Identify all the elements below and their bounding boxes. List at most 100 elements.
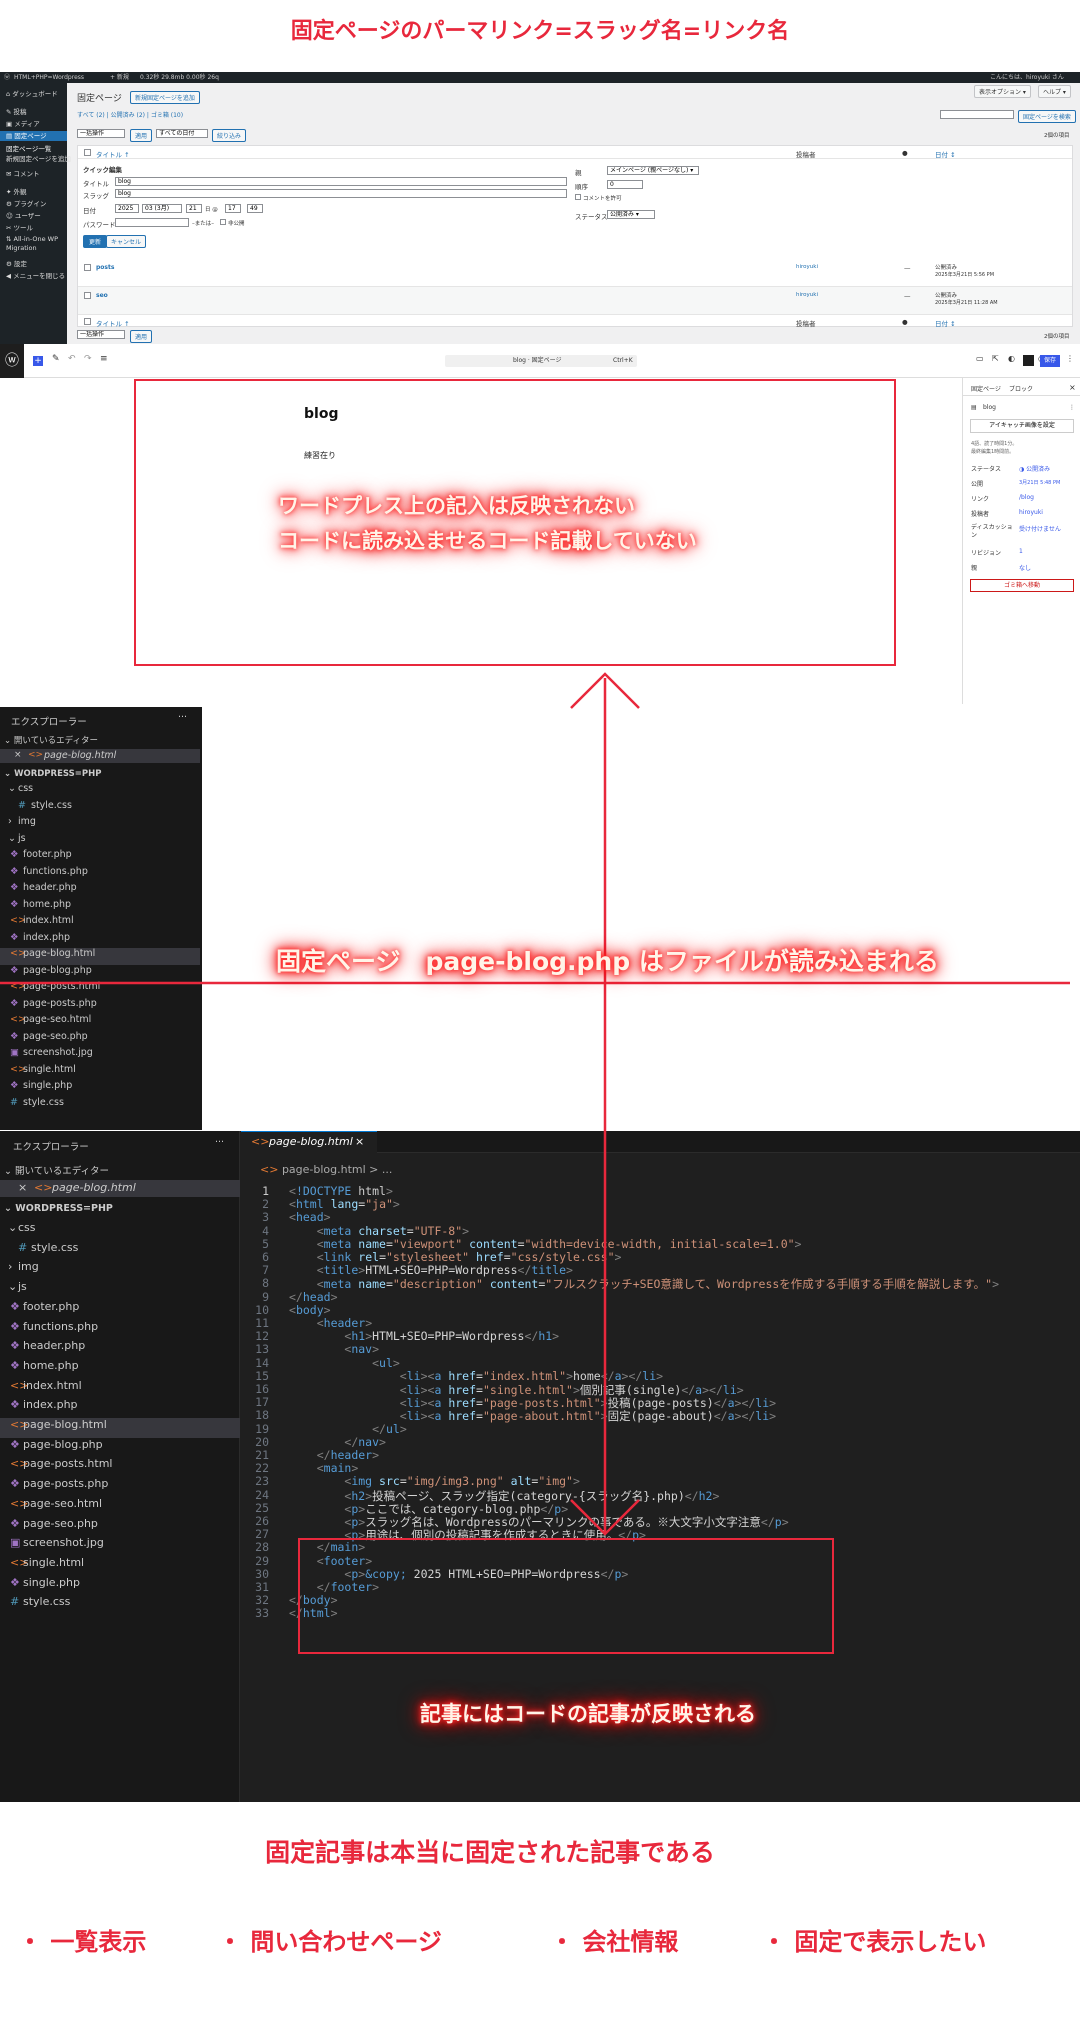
close-icon[interactable]: × [1069,383,1076,392]
qe-parent-select[interactable]: メインページ (親ページなし) ▾ [607,166,699,175]
code-line[interactable]: <main> [316,1461,359,1476]
featured-image-button[interactable]: アイキャッチ画像を設定 [970,419,1074,433]
qe-title-input[interactable]: blog [115,177,567,186]
view-icon[interactable]: ▭ [976,354,984,363]
file-item[interactable]: <>single.html [0,1064,200,1081]
save-button[interactable]: 保存 [1040,355,1060,367]
wordpress-logo-icon[interactable]: ⓦ [4,74,11,81]
sidebar-item-collapse[interactable]: ◀ メニューを閉じる [6,272,66,280]
qe-allow-comments-checkbox[interactable] [575,194,581,200]
file-item[interactable]: ❖page-seo.php [0,1031,200,1048]
publish-value[interactable]: 3月21日 5:48 PM [1019,480,1061,486]
code-line[interactable]: <body> [289,1302,331,1317]
code-line[interactable]: <nav> [344,1342,380,1357]
file-item[interactable]: <>single.html [0,1556,240,1576]
file-item[interactable]: ❖single.php [0,1080,200,1097]
file-item[interactable]: ❖header.php [0,882,200,899]
folder-item[interactable]: ›img [0,1260,240,1280]
sidebar-item-appearance[interactable]: ✦ 外観 [6,188,27,196]
code-line[interactable]: </head> [289,1289,338,1304]
qe-cancel-button[interactable]: キャンセル [106,235,147,248]
code-line[interactable]: <h1>HTML+SEO=PHP=Wordpress</h1> [344,1329,560,1344]
filter-button[interactable]: 絞り込み [212,129,247,142]
status-value[interactable]: ◑ 公開済み [1019,466,1051,473]
open-editor-item[interactable]: × <> page-blog.html [0,749,200,763]
file-item[interactable]: <>page-blog.html [0,948,200,965]
tab-block[interactable]: ブロック [1009,386,1034,393]
help-button[interactable]: ヘルプ ▾ [1038,85,1071,98]
file-item[interactable]: ❖page-blog.php [0,1438,240,1458]
sidebar-item-settings[interactable]: ⚙ 設定 [6,260,27,268]
qe-minute-input[interactable]: 49 [247,204,263,213]
code-line[interactable]: <!DOCTYPE html> [289,1184,393,1198]
link-value[interactable]: /blog [1019,494,1034,501]
file-item[interactable]: ❖page-posts.php [0,1477,240,1497]
explorer-more-icon-2[interactable]: ··· [215,1137,225,1148]
add-block-icon[interactable]: + [33,356,43,366]
author-value[interactable]: hiroyuki [1019,509,1043,516]
sidebar-item-plugins[interactable]: ⚙ プラグイン [6,200,47,208]
bulk-action-select[interactable]: 一括操作 [77,129,125,138]
qe-password-input[interactable] [115,218,189,227]
code-line[interactable]: <header> [316,1316,373,1330]
code-line[interactable]: <li><a href="index.html">home</a></li> [399,1368,664,1383]
styles-icon[interactable]: ◐ [1008,354,1015,363]
open-editors-header-2[interactable]: ⌄ 開いているエディター [4,1166,110,1177]
file-item[interactable]: ❖home.php [0,1359,240,1379]
trash-button[interactable]: ゴミ箱へ移動 [970,579,1074,592]
parent-value[interactable]: なし [1019,565,1032,572]
sidebar-item-users[interactable]: ☺ ユーザー [6,212,41,220]
code-line[interactable]: <meta charset="UTF-8"> [316,1223,470,1238]
admin-bar-greeting[interactable]: こんにちは、hiroyuki さん [990,74,1064,81]
pencil-icon[interactable]: ✎ [52,354,60,364]
apply-button[interactable]: 適用 [130,129,153,142]
command-palette[interactable]: blog · 固定ページ Ctrl+K [445,355,637,367]
file-item[interactable]: #style.css [0,1595,240,1615]
folder-item[interactable]: ›img [0,816,200,833]
file-item[interactable]: ❖footer.php [0,1300,240,1320]
qe-month-select[interactable]: 03 (3月) [142,204,182,213]
code-line[interactable]: <li><a href="page-about.html">固定(page-ab… [399,1409,777,1424]
open-editor-item-2[interactable]: × <> page-blog.html [0,1180,240,1197]
file-item[interactable]: #style.css [0,800,200,817]
sidebar-item-dashboard[interactable]: ⌂ ダッシュボード [6,90,58,98]
code-line[interactable]: <h2>投稿ページ、スラッグ指定(category-{スラッグ名}.php)</… [344,1488,720,1503]
file-item[interactable]: #style.css [0,1097,200,1114]
file-item[interactable]: <>page-posts.html [0,981,200,998]
qe-year-input[interactable]: 2025 [115,204,139,213]
qe-day-input[interactable]: 21 [186,204,202,213]
file-item[interactable]: ❖functions.php [0,1320,240,1340]
col-title[interactable]: タイトル ↑ [96,151,130,159]
qe-private-checkbox[interactable] [220,219,226,225]
folder-item[interactable]: ⌄css [0,783,200,800]
file-item[interactable]: <>page-seo.html [0,1497,240,1517]
explorer-more-icon[interactable]: ··· [178,712,188,723]
tab-page[interactable]: 固定ページ [971,386,1001,393]
search-pages-button[interactable]: 固定ページを検索 [1018,110,1076,123]
apply-button-bottom[interactable]: 適用 [130,330,153,343]
code-line[interactable]: </nav> [344,1434,386,1449]
external-link-icon[interactable]: ⇱ [992,354,999,363]
sidebar-item-add-page[interactable]: 新規固定ページを追加 [6,155,71,163]
code-line[interactable]: <footer> [316,1553,373,1568]
col-title-bottom[interactable]: タイトル ↑ [96,320,130,328]
content-paragraph[interactable]: 練習在り [304,451,336,460]
row-checkbox[interactable] [84,292,91,299]
workspace-folder-header-2[interactable]: ⌄ WORDPRESS=PHP [4,1203,113,1214]
code-line[interactable]: </footer> [316,1580,380,1594]
file-item[interactable]: ❖page-posts.php [0,998,200,1015]
list-view-icon[interactable]: ≡ [100,354,108,364]
file-item[interactable]: ❖page-blog.php [0,965,200,982]
file-item[interactable]: ❖index.php [0,1398,240,1418]
qe-status-select[interactable]: 公開済み ▾ [607,210,655,219]
row-author[interactable]: hiroyuki [796,264,818,270]
status-filters[interactable]: すべて (2) | 公開済み (2) | ゴミ箱 (10) [77,112,184,119]
qe-hour-input[interactable]: 17 [225,204,241,213]
admin-bar-new[interactable]: + 新規 [110,74,129,81]
folder-item[interactable]: ⌄js [0,833,200,850]
bulk-action-select-bottom[interactable]: 一括操作 [77,330,125,339]
row-title[interactable]: posts [96,264,115,271]
more-options-icon[interactable]: ⋮ [1066,354,1074,363]
file-item[interactable]: ▣screenshot.jpg [0,1047,200,1064]
file-item[interactable]: <>page-posts.html [0,1457,240,1477]
